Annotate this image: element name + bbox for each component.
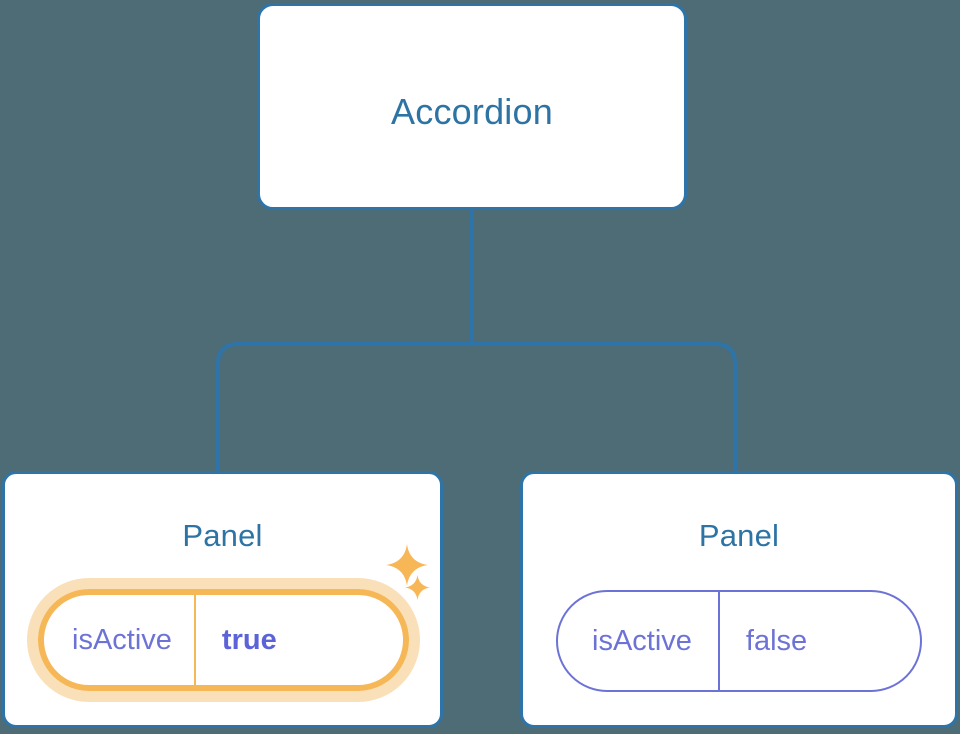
prop-pill-isactive-false[interactable]: isActive false xyxy=(556,590,922,692)
node-panel-right-title: Panel xyxy=(698,518,780,553)
prop-key: isActive xyxy=(592,624,692,657)
highlight-glow-ring xyxy=(27,578,420,702)
connector-branch-right xyxy=(472,342,737,471)
prop-value: false xyxy=(717,592,841,690)
prop-pill-body[interactable]: isActive true xyxy=(38,589,409,691)
node-panel-left-title: Panel xyxy=(182,518,263,553)
node-accordion[interactable]: Accordion xyxy=(257,3,687,210)
node-accordion-title: Accordion xyxy=(391,91,553,132)
connector-branch-left xyxy=(216,342,472,471)
prop-value: true xyxy=(193,595,307,685)
prop-key: isActive xyxy=(72,623,172,656)
prop-pill-isactive-true[interactable]: isActive true xyxy=(27,578,420,702)
prop-pill-body[interactable]: isActive false xyxy=(556,590,922,692)
